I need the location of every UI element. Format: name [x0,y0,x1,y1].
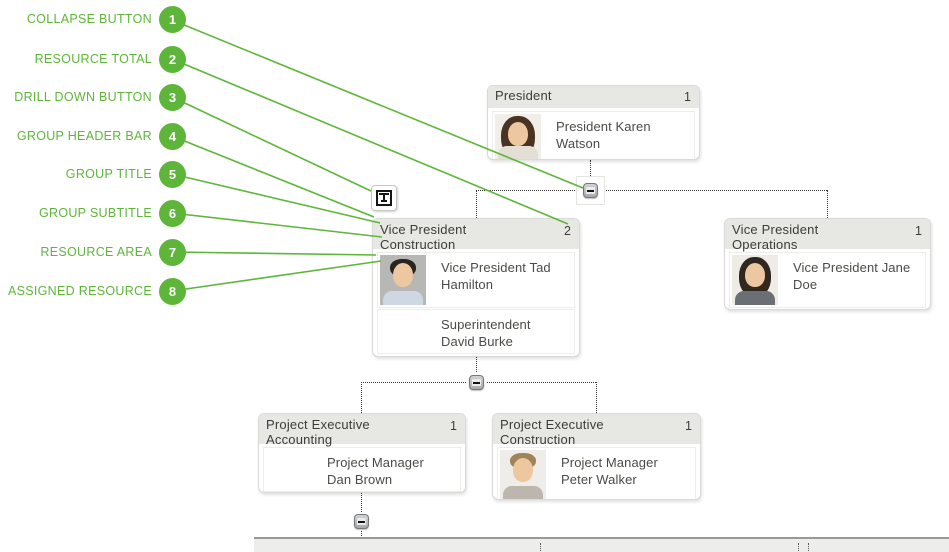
resource-area: Vice President Jane Doe [725,249,930,309]
resource-area: Vice President Tad Hamilton Superintende… [373,249,579,356]
group-subtitle: Operations [732,236,798,252]
connector-line [361,528,362,538]
connector-line [476,190,827,191]
resource-area: Project Manager Dan Brown [259,444,465,492]
annotation-badge-1: 1 [159,6,186,33]
collapse-button[interactable] [354,514,369,529]
annotation-line-5 [171,173,381,224]
annotation-label-group-title: GROUP TITLE [65,167,152,181]
annotation-badge-7: 7 [159,239,186,266]
group-box-vp-construction: Vice President Construction 2 Vice Presi… [372,218,580,357]
resource-photo [732,255,778,305]
annotation-line-4 [171,135,375,218]
connector-line [590,160,591,184]
resource-area: President Karen Watson [488,108,699,159]
group-title: Vice President [732,222,819,237]
group-box-vp-operations: Vice President Operations 1 Vice Preside… [724,218,931,310]
resource-photo-placeholder [266,450,312,488]
resource-name: President Karen Watson [556,119,651,151]
annotation-label-group-header-bar: GROUP HEADER BAR [16,129,152,143]
assigned-resource[interactable]: Vice President Jane Doe [729,252,926,308]
annotation-line-8 [171,260,382,292]
resource-photo [495,114,541,159]
connector-line [361,493,362,514]
resource-name: Vice President Tad Hamilton [441,260,551,292]
resource-name: Vice President Jane Doe [793,260,911,292]
resource-photo [380,255,426,305]
next-level-group-strip [254,537,949,552]
annotation-line-7 [171,251,377,256]
group-header-bar[interactable]: Vice President Construction 2 [373,219,579,251]
group-title: Project Executive [500,417,604,432]
connector-line [596,382,597,413]
collapse-button[interactable] [469,375,484,390]
annotation-label-group-subtitle: GROUP SUBTITLE [38,206,152,220]
group-box-pe-accounting: Project Executive Accounting 1 Project M… [258,413,466,493]
annotation-label-collapse-button: COLLAPSE BUTTON [26,12,152,26]
resource-photo-placeholder [380,312,426,350]
resource-name: Superintendent David Burke [441,317,531,349]
annotation-label-assigned-resource: ASSIGNED RESOURCE [7,284,152,298]
annotation-line-6 [171,212,383,238]
group-subtitle: Construction [380,236,456,252]
connector-line [476,357,477,376]
connector-line [827,190,828,218]
connector-stub [808,543,809,551]
annotation-badge-2: 2 [159,46,186,73]
assigned-resource[interactable]: Vice President Tad Hamilton [377,252,575,308]
annotation-badge-4: 4 [159,123,186,150]
annotation-badge-5: 5 [159,161,186,188]
collapse-button-frame [576,176,605,205]
resource-total: 1 [685,419,692,433]
resource-name: Project Manager Peter Walker [561,455,658,487]
resource-photo [500,450,546,499]
annotation-label-drill-down-button: DRILL DOWN BUTTON [14,90,152,104]
group-title: President [495,88,552,103]
collapse-button[interactable] [583,183,598,198]
collapse-minus-icon [472,379,481,386]
group-subtitle: Construction [500,431,576,447]
group-box-pe-construction: Project Executive Construction 1 Project… [492,413,701,500]
group-box-president: President 1 President Karen Watson [487,85,700,160]
annotation-line-3 [171,96,372,192]
group-header-bar[interactable]: Project Executive Accounting 1 [259,414,465,446]
annotation-badge-8: 8 [159,278,186,305]
collapse-minus-icon [357,518,366,525]
resource-total: 1 [915,224,922,238]
resource-total: 2 [564,224,571,238]
drill-down-icon [376,190,392,206]
resource-area: Project Manager Peter Walker [493,444,700,499]
resource-total: 1 [450,419,457,433]
annotation-label-resource-area: RESOURCE AREA [40,245,152,259]
drill-down-button[interactable] [371,185,397,211]
annotation-label-resource-total: RESOURCE TOTAL [34,52,152,66]
group-title: Project Executive [266,417,370,432]
connector-stub [540,543,541,551]
group-title: Vice President [380,222,467,237]
annotation-badge-3: 3 [159,84,186,111]
connector-line [476,190,477,218]
group-subtitle: Accounting [266,431,333,447]
group-header-bar[interactable]: Vice President Operations 1 [725,219,930,251]
resource-total: 1 [684,90,691,104]
assigned-resource[interactable]: President Karen Watson [492,111,695,159]
collapse-minus-icon [586,187,595,194]
group-header-bar[interactable]: Project Executive Construction 1 [493,414,700,446]
connector-stub [798,543,799,551]
assigned-resource[interactable]: Project Manager Peter Walker [497,447,696,499]
assigned-resource[interactable]: Project Manager Dan Brown [263,447,461,492]
group-header-bar[interactable]: President 1 [488,86,699,108]
resource-name: Project Manager Dan Brown [327,455,424,487]
annotation-badge-6: 6 [159,200,186,227]
connector-line [361,382,362,413]
assigned-resource[interactable]: Superintendent David Burke [377,309,575,354]
